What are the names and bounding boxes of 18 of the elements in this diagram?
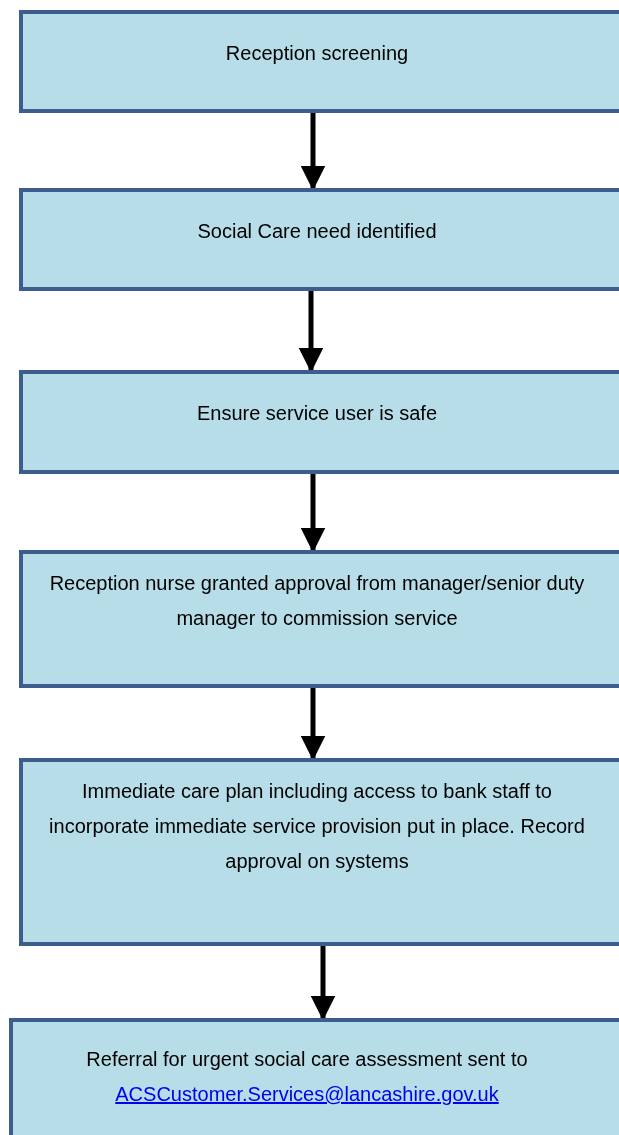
process-box	[9, 1018, 619, 1135]
arrow	[300, 113, 326, 191]
process-box	[19, 550, 619, 688]
step-text: Reception screening	[224, 41, 410, 66]
arrow	[298, 291, 324, 373]
process-box	[19, 758, 619, 946]
step-text: Immediate care plan including access to bank staff to incorporate immediate service provision put in place. Record approval on systems	[48, 779, 586, 874]
arrow	[310, 946, 336, 1021]
process-box	[19, 188, 619, 291]
step-text: Reception nurse granted approval from manager/senior duty manager to commission service	[48, 571, 586, 631]
arrow	[300, 688, 326, 761]
step-text: Ensure service user is safe	[195, 401, 439, 426]
arrow	[300, 474, 326, 553]
email-link: ACSCustomer.Services@lancashire.gov.uk	[115, 1083, 499, 1105]
process-box	[19, 10, 619, 113]
step-text: Referral for urgent social care assessment sent to	[86, 1048, 528, 1070]
step-text: Social Care need identified	[196, 219, 438, 244]
process-box	[19, 370, 619, 474]
